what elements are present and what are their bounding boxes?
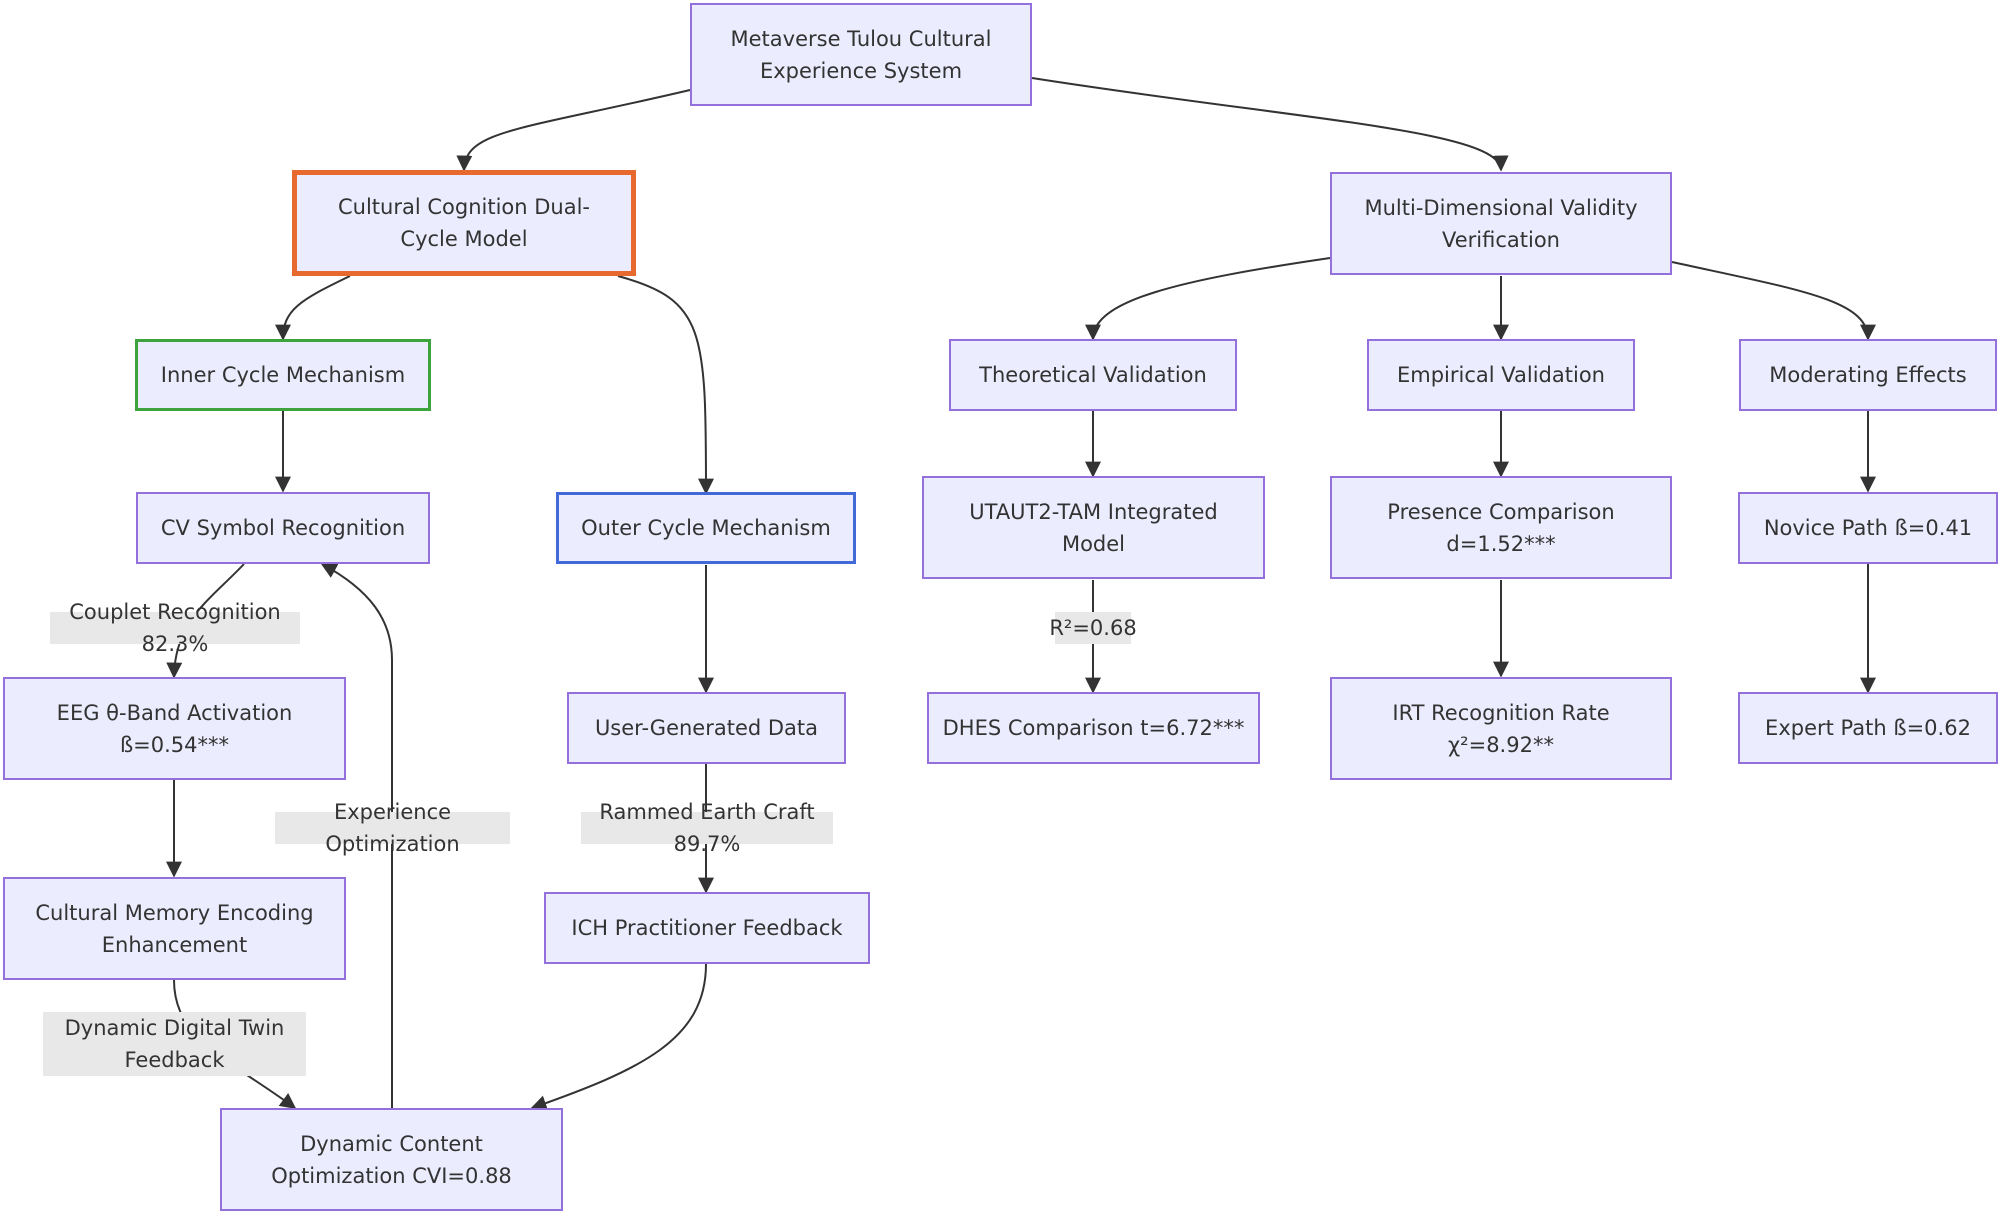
edge-dynamic-cv [320,563,394,1108]
edge-ich-dynamic [530,963,707,1111]
node-expert-path: Expert Path ß=0.62 [1738,692,1998,764]
node-ich-feedback: ICH Practitioner Feedback [544,892,870,964]
node-memory-encoding: Cultural Memory Encoding Enhancement [3,877,346,980]
edge-validity-theoretical [1085,257,1331,341]
node-user-generated-data: User-Generated Data [567,692,846,764]
node-inner-cycle: Inner Cycle Mechanism [135,339,431,411]
node-moderating-effects: Moderating Effects [1739,339,1997,411]
node-dhes-comparison: DHES Comparison t=6.72*** [927,692,1260,764]
node-validity-verification: Multi-Dimensional Validity Verification [1330,172,1672,275]
node-eeg-activation: EEG θ-Band Activation ß=0.54*** [3,677,346,780]
edge-validity-moderating [1671,261,1876,341]
node-novice-path: Novice Path ß=0.41 [1738,492,1998,564]
edge-label-rammed: Rammed Earth Craft 89.7% [581,800,833,856]
node-empirical-validation: Empirical Validation [1367,339,1635,411]
node-dynamic-content: Dynamic Content Optimization CVI=0.88 [220,1108,563,1211]
node-root: Metaverse Tulou Cultural Experience Syst… [690,3,1032,106]
edge-label-experience: Experience Optimization [275,800,510,856]
edge-root-validity [1031,77,1509,172]
edge-label-r2: R²=0.68 [1049,612,1137,644]
edge-label-couplet: Couplet Recognition 82.3% [50,600,300,656]
node-theoretical-validation: Theoretical Validation [949,339,1237,411]
edge-label-twin: Dynamic Digital Twin Feedback [43,1012,306,1076]
edge-dualcycle-outer [617,275,714,495]
node-utaut-model: UTAUT2-TAM Integrated Model [922,476,1265,579]
node-outer-cycle: Outer Cycle Mechanism [556,492,856,564]
edge-root-dualcycle [456,89,691,172]
node-cv-symbol-recognition: CV Symbol Recognition [136,492,430,564]
edge-dualcycle-inner [275,275,351,341]
node-irt-recognition: IRT Recognition Rate χ²=8.92** [1330,677,1672,780]
node-dual-cycle-model: Cultural Cognition Dual- Cycle Model [292,170,636,276]
node-presence-comparison: Presence Comparison d=1.52*** [1330,476,1672,579]
